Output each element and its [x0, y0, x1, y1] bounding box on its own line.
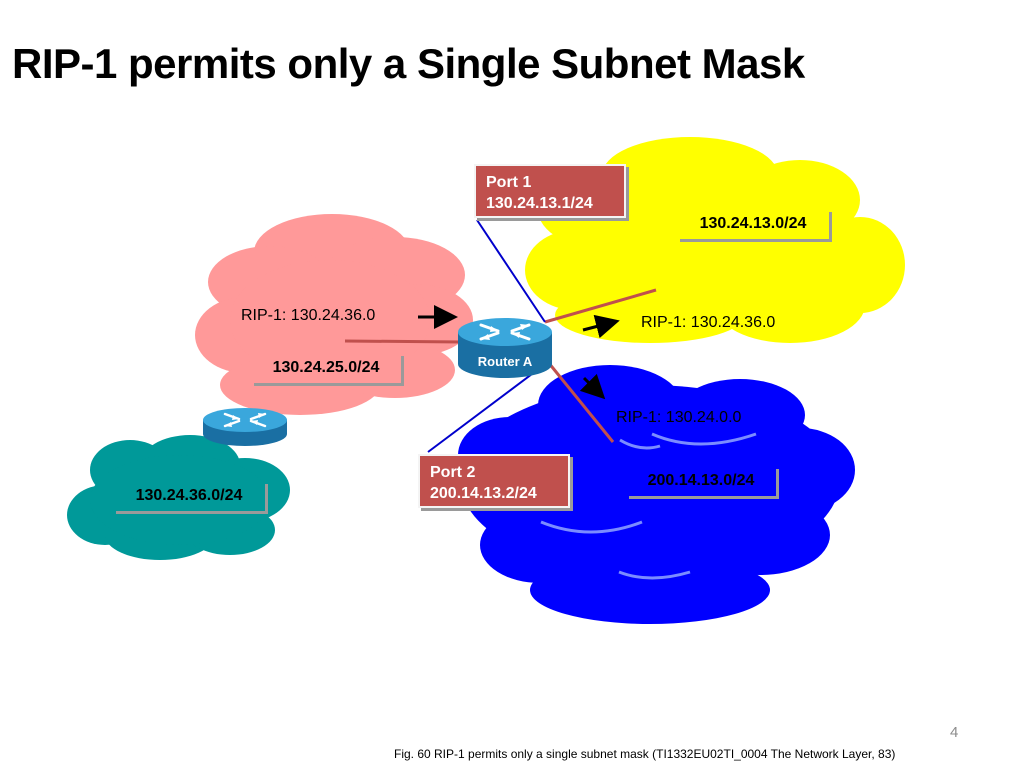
rip-label-from-pink: RIP-1: 130.24.36.0 [241, 307, 376, 324]
rip-label-to-yellow: RIP-1: 130.24.36.0 [641, 314, 776, 331]
port2-name: Port 2 [430, 464, 476, 481]
port1-name: Port 1 [486, 174, 532, 191]
interface-line-pink [344, 339, 463, 344]
blue-cloud-highlights [540, 432, 757, 580]
router-a-icon [458, 318, 552, 378]
figure-caption: Fig. 60 RIP-1 permits only a single subn… [394, 747, 896, 761]
router-icon [203, 408, 287, 446]
interface-line-yellow [544, 288, 657, 324]
interface-line-blue [546, 361, 615, 443]
arrow-icon [582, 314, 620, 339]
blue-cloud [458, 365, 855, 624]
router-a-label: Router A [477, 354, 533, 369]
port1-pointer-line [476, 219, 546, 323]
port1-box: Port 1 130.24.13.1/24 [474, 164, 626, 218]
arrow-icon [579, 373, 606, 400]
port2-address: 200.14.13.2/24 [430, 485, 537, 502]
subnet-label-yellow: 130.24.13.0/24 [677, 209, 829, 239]
port1-address: 130.24.13.1/24 [486, 195, 593, 212]
subnet-label-blue: 200.14.13.0/24 [626, 466, 776, 496]
port2-pointer-line [427, 367, 541, 453]
subnet-label-teal: 130.24.36.0/24 [113, 481, 265, 511]
subnet-label-pink: 130.24.25.0/24 [251, 353, 401, 383]
rip-label-to-blue: RIP-1: 130.24.0.0 [616, 409, 742, 426]
port2-box: Port 2 200.14.13.2/24 [418, 454, 570, 508]
slide-title: RIP-1 permits only a Single Subnet Mask [12, 40, 805, 87]
page-number: 4 [950, 724, 959, 741]
